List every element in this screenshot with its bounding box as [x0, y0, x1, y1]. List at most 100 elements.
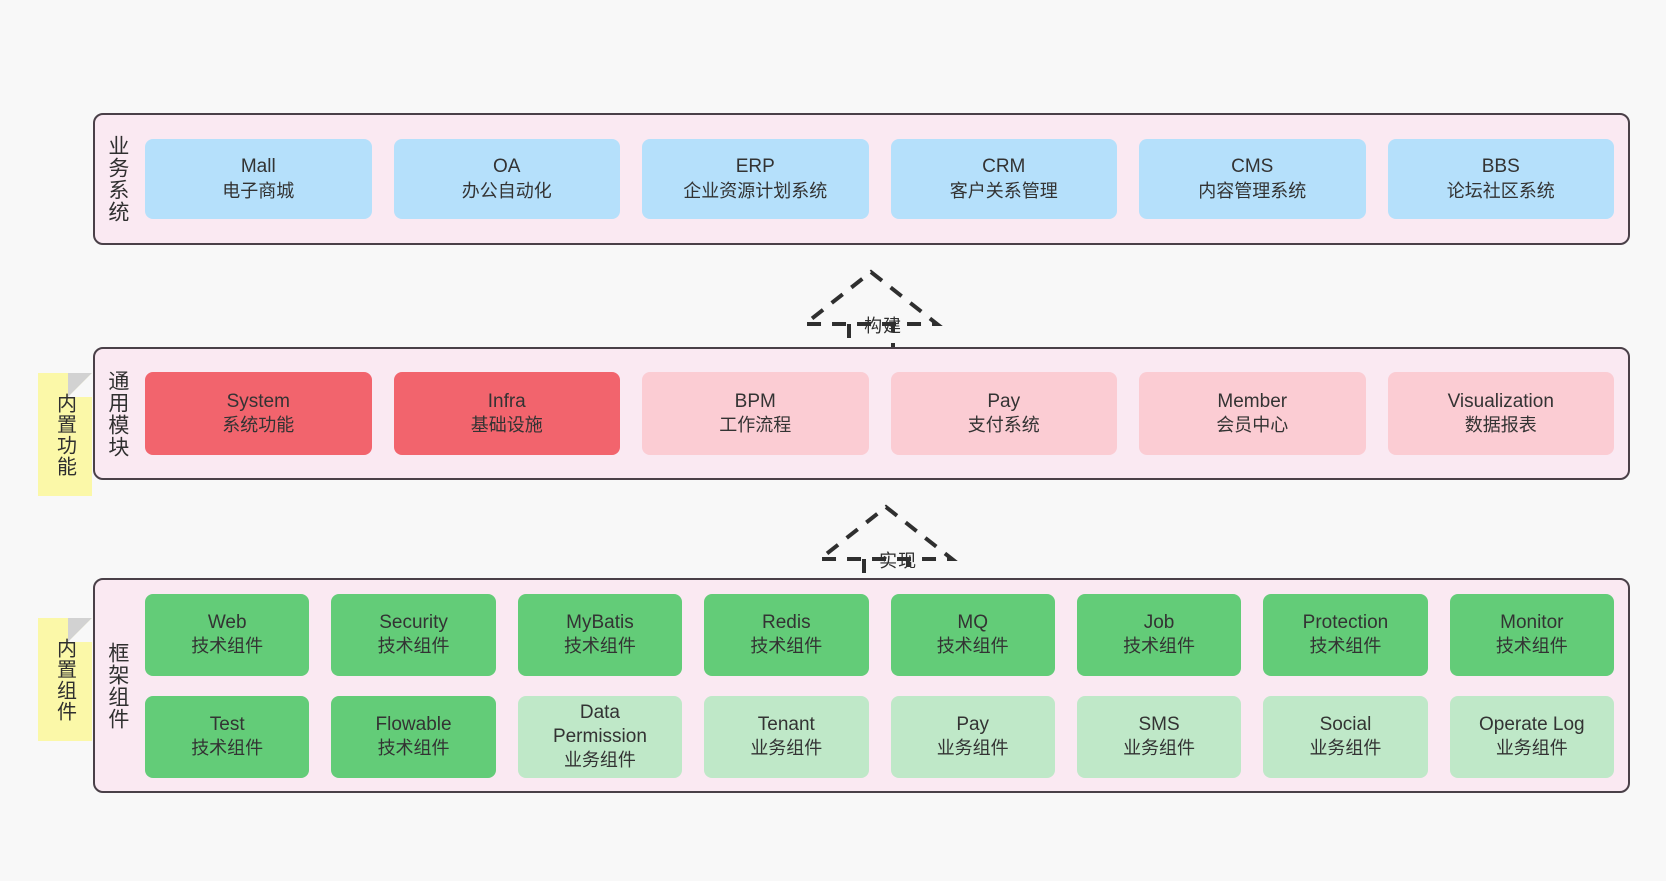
framework-row-tech: Web 技术组件 Security 技术组件 MyBatis 技术组件 Redi…	[145, 593, 1614, 676]
box-subtitle: 支付系统	[967, 415, 1040, 436]
box-subtitle: 系统功能	[222, 415, 295, 436]
box-title: Tenant	[757, 713, 815, 735]
box-mall[interactable]: Mall 电子商城	[145, 139, 372, 219]
box-title: CRM	[982, 156, 1026, 178]
box-crm[interactable]: CRM 客户关系管理	[890, 139, 1117, 219]
box-redis[interactable]: Redis 技术组件	[704, 593, 869, 676]
note-label: 内置组件	[53, 637, 76, 722]
box-subtitle: 技术组件	[377, 738, 450, 759]
box-erp[interactable]: ERP 企业资源计划系统	[642, 139, 869, 219]
box-title: ERP	[735, 156, 775, 178]
box-flowable[interactable]: Flowable 技术组件	[331, 695, 496, 778]
note-builtin-components: 内置组件	[38, 618, 92, 741]
box-mybatis[interactable]: MyBatis 技术组件	[517, 593, 683, 676]
layer-general-modules: 通用模块 System 系统功能 Infra 基础设施 BPM 工作流程 Pay…	[93, 347, 1630, 480]
box-web[interactable]: Web 技术组件	[145, 593, 310, 676]
box-title: Protection	[1302, 611, 1389, 633]
box-social[interactable]: Social 业务组件	[1263, 695, 1428, 778]
arrow-build-label: 构建	[864, 316, 903, 336]
box-title: System	[226, 390, 290, 412]
box-mq[interactable]: MQ 技术组件	[890, 593, 1055, 676]
box-title: Security	[379, 611, 448, 633]
box-member[interactable]: Member 会员中心	[1139, 372, 1366, 455]
note-fold-icon	[68, 373, 92, 397]
box-subtitle: 技术组件	[1309, 636, 1382, 657]
box-title: Data Permission	[552, 701, 647, 747]
box-bpm[interactable]: BPM 工作流程	[642, 372, 869, 455]
box-title: Pay	[987, 390, 1021, 412]
box-test[interactable]: Test 技术组件	[145, 695, 310, 778]
box-subtitle: 业务组件	[1123, 738, 1196, 759]
box-sms[interactable]: SMS 业务组件	[1076, 695, 1242, 778]
box-title: Flowable	[375, 713, 452, 735]
layer-modules-body: System 系统功能 Infra 基础设施 BPM 工作流程 Pay 支付系统…	[139, 349, 1628, 478]
box-title: Operate Log	[1478, 713, 1585, 735]
arrow-implement-label: 实现	[879, 551, 918, 571]
box-protection[interactable]: Protection 技术组件	[1263, 593, 1428, 676]
box-visualization[interactable]: Visualization 数据报表	[1387, 372, 1614, 455]
box-title: SMS	[1138, 713, 1180, 735]
layer-business-label: 业务系统	[105, 135, 129, 223]
box-system[interactable]: System 系统功能	[145, 372, 372, 455]
business-row: Mall 电子商城 OA 办公自动化 ERP 企业资源计划系统 CRM 客户关系…	[145, 139, 1614, 219]
box-subtitle: 技术组件	[191, 738, 264, 759]
box-data-permission[interactable]: Data Permission 业务组件	[517, 695, 683, 778]
box-title: Social	[1319, 713, 1372, 735]
box-tenant[interactable]: Tenant 业务组件	[704, 695, 869, 778]
layer-framework-label: 框架组件	[105, 641, 129, 730]
layer-modules-label: 通用模块	[105, 369, 129, 458]
box-title: MyBatis	[566, 611, 634, 633]
note-fold-icon	[68, 618, 92, 642]
box-subtitle: 业务组件	[1495, 738, 1568, 759]
box-oa[interactable]: OA 办公自动化	[393, 139, 620, 219]
layer-business-body: Mall 电子商城 OA 办公自动化 ERP 企业资源计划系统 CRM 客户关系…	[139, 115, 1628, 243]
box-title: BPM	[734, 390, 776, 412]
box-subtitle: 业务组件	[563, 750, 636, 771]
layer-business-systems: 业务系统 Mall 电子商城 OA 办公自动化 ERP 企业资源计划系统 CRM…	[93, 113, 1630, 245]
box-subtitle: 企业资源计划系统	[683, 180, 828, 201]
box-cms[interactable]: CMS 内容管理系统	[1139, 139, 1366, 219]
box-subtitle: 业务组件	[1309, 738, 1382, 759]
box-subtitle: 技术组件	[750, 636, 823, 657]
box-subtitle: 业务组件	[750, 738, 823, 759]
framework-row-business: Test 技术组件 Flowable 技术组件 Data Permission …	[145, 695, 1614, 778]
box-title: Job	[1143, 611, 1175, 633]
box-title: Mall	[240, 156, 276, 178]
note-label: 内置功能	[53, 392, 76, 477]
box-subtitle: 技术组件	[191, 636, 264, 657]
box-title: MQ	[957, 611, 988, 633]
box-subtitle: 技术组件	[1123, 636, 1196, 657]
box-pay[interactable]: Pay 支付系统	[890, 372, 1117, 455]
box-subtitle: 客户关系管理	[949, 180, 1058, 201]
box-title: OA	[493, 156, 521, 178]
box-subtitle: 办公自动化	[461, 180, 552, 201]
box-subtitle: 工作流程	[719, 415, 792, 436]
box-title: CMS	[1231, 156, 1274, 178]
box-subtitle: 技术组件	[563, 636, 636, 657]
box-subtitle: 技术组件	[936, 636, 1009, 657]
box-subtitle: 数据报表	[1464, 415, 1537, 436]
box-title: Monitor	[1500, 611, 1564, 633]
box-job[interactable]: Job 技术组件	[1076, 593, 1242, 676]
note-builtin-features: 内置功能	[38, 373, 92, 496]
box-subtitle: 技术组件	[1495, 636, 1568, 657]
layer-framework-components: 框架组件 Web 技术组件 Security 技术组件 MyBatis 技术组件…	[93, 578, 1630, 793]
box-subtitle: 论坛社区系统	[1446, 180, 1555, 201]
box-title: Visualization	[1447, 390, 1554, 412]
box-title: Web	[207, 611, 247, 633]
box-title: Test	[209, 713, 245, 735]
box-title: Infra	[487, 390, 526, 412]
box-infra[interactable]: Infra 基础设施	[393, 372, 620, 455]
box-bbs[interactable]: BBS 论坛社区系统	[1387, 139, 1614, 219]
box-subtitle: 会员中心	[1216, 415, 1289, 436]
box-subtitle: 业务组件	[936, 738, 1009, 759]
box-operate-log[interactable]: Operate Log 业务组件	[1449, 695, 1614, 778]
box-title: Redis	[762, 611, 811, 633]
box-title: Pay	[956, 713, 990, 735]
box-title: Member	[1217, 390, 1288, 412]
box-pay-component[interactable]: Pay 业务组件	[890, 695, 1055, 778]
box-security[interactable]: Security 技术组件	[331, 593, 496, 676]
box-subtitle: 电子商城	[222, 180, 295, 201]
box-monitor[interactable]: Monitor 技术组件	[1449, 593, 1614, 676]
